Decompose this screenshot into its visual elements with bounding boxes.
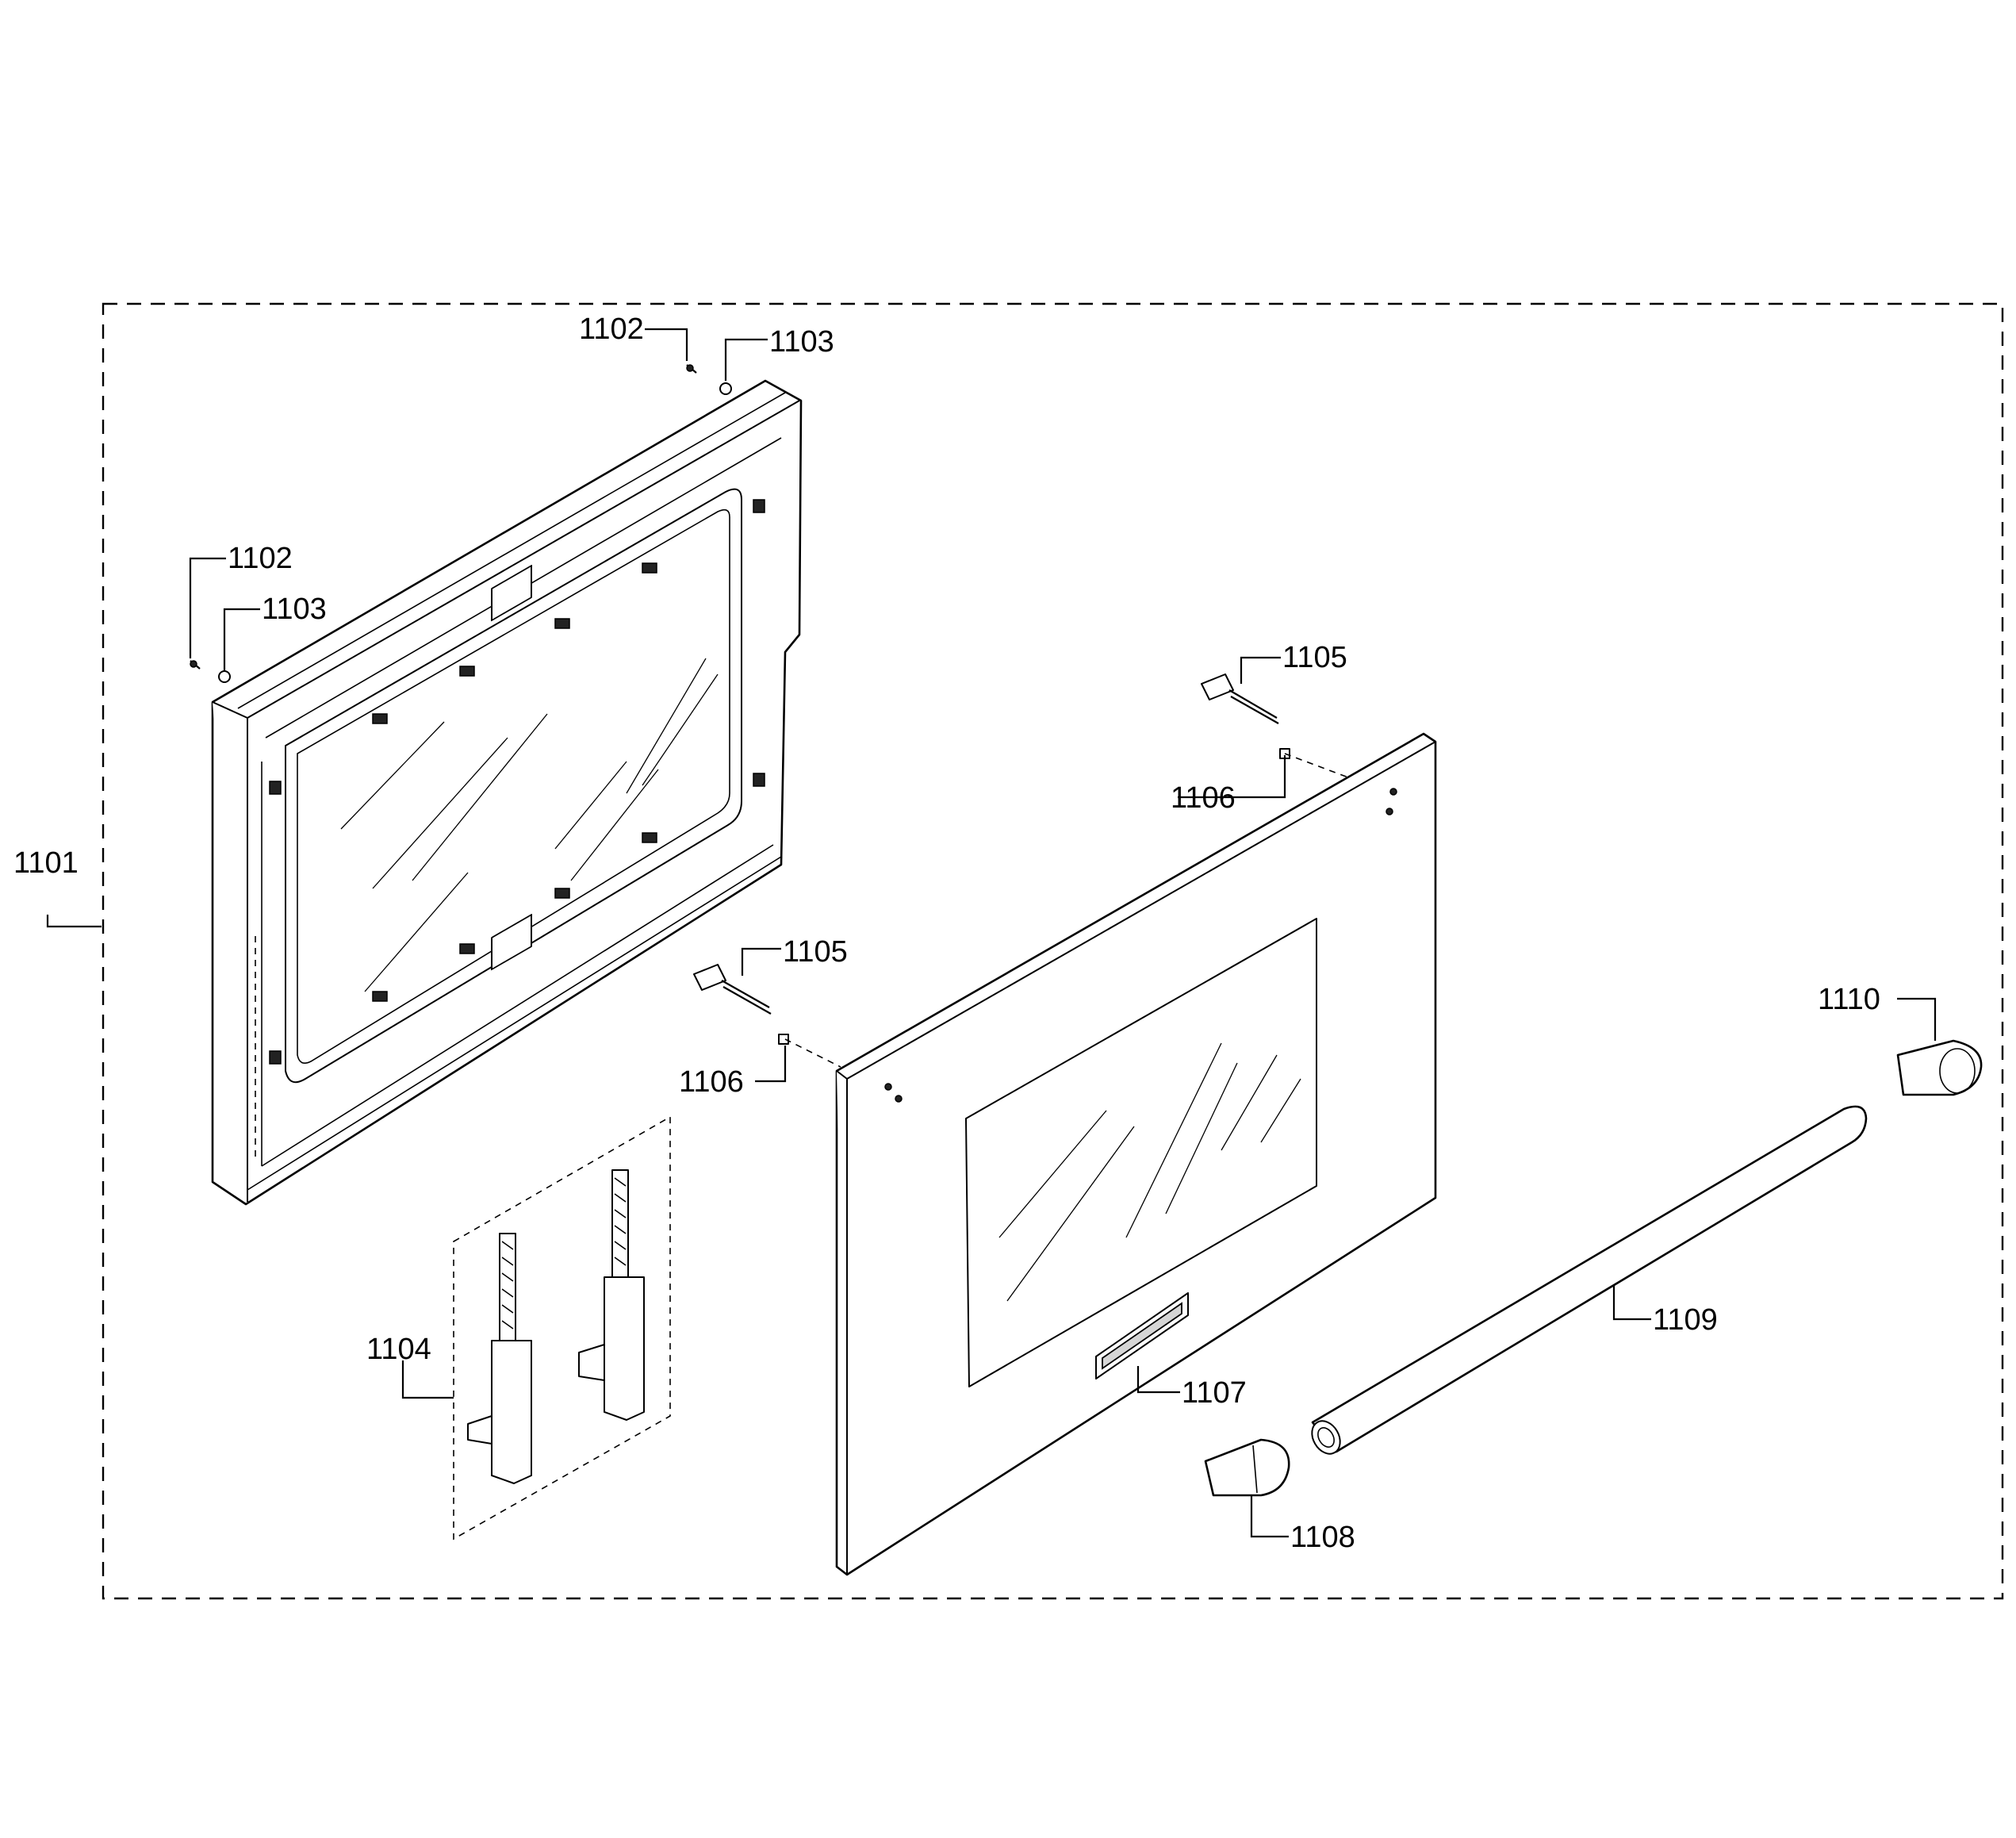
handle-screw-1105-lower bbox=[693, 964, 772, 1015]
screw-1102-left bbox=[190, 660, 201, 670]
hinge-left bbox=[467, 1233, 532, 1484]
callout-1102-top: 1102 bbox=[579, 313, 644, 346]
callout-1103-top: 1103 bbox=[769, 325, 834, 359]
screw-1102-top bbox=[686, 364, 697, 374]
handle-tube bbox=[1311, 1105, 1868, 1455]
callout-1105-lower: 1105 bbox=[783, 935, 848, 969]
screw-path-upper bbox=[1284, 753, 1349, 778]
assembly-boundary-1101 bbox=[102, 302, 2004, 1600]
callout-1102-left: 1102 bbox=[228, 542, 293, 575]
callout-1104: 1104 bbox=[366, 1333, 431, 1366]
callout-1103-left: 1103 bbox=[262, 593, 327, 626]
hinge-right bbox=[578, 1169, 645, 1421]
screw-path-lower bbox=[784, 1038, 841, 1068]
outer-door-panel bbox=[835, 732, 1437, 1576]
spacer-1106-lower bbox=[778, 1034, 789, 1045]
hinge-group-boundary bbox=[453, 1115, 671, 1541]
callout-1101: 1101 bbox=[13, 846, 79, 880]
washer-1103-top bbox=[719, 382, 732, 395]
callout-1110: 1110 bbox=[1818, 983, 1880, 1016]
callout-1106-upper: 1106 bbox=[1171, 781, 1236, 815]
callout-1106-lower: 1106 bbox=[679, 1065, 744, 1099]
end-cap-1110 bbox=[1896, 1039, 1983, 1096]
callout-1105-upper: 1105 bbox=[1282, 641, 1347, 674]
washer-1103-left bbox=[218, 670, 231, 683]
callout-1109: 1109 bbox=[1653, 1303, 1718, 1337]
handle-screw-1105-upper bbox=[1201, 673, 1279, 724]
callout-1107: 1107 bbox=[1182, 1376, 1247, 1410]
end-cap-1108 bbox=[1204, 1438, 1290, 1497]
callout-1108: 1108 bbox=[1290, 1521, 1355, 1554]
leader-lines bbox=[46, 328, 1937, 1538]
inner-door-frame bbox=[211, 379, 803, 1206]
